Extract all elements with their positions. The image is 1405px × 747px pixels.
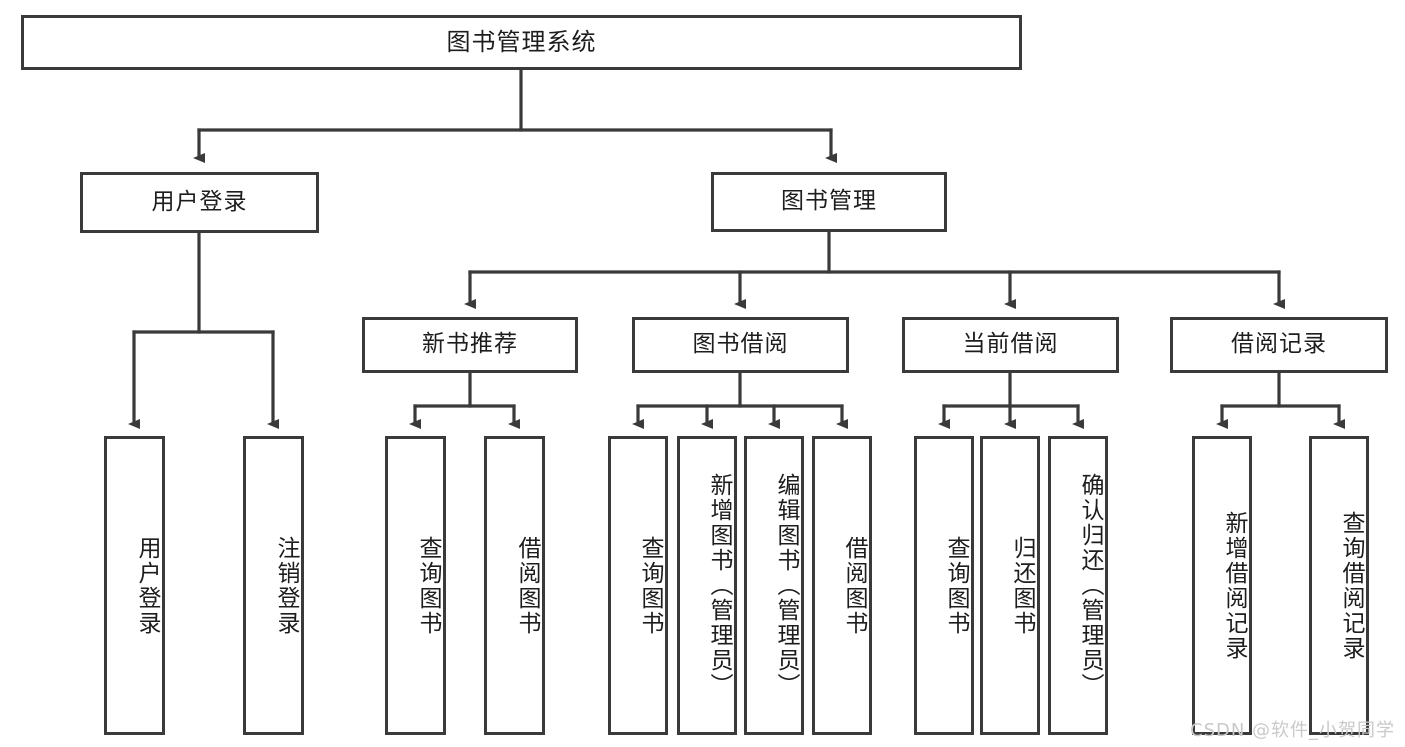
node-borrow-record[interactable]: 借阅记录 — [1170, 317, 1388, 373]
leaf-user-login-login[interactable]: 用户登录 — [104, 436, 165, 735]
node-new-book-recommend[interactable]: 新书推荐 — [362, 317, 578, 373]
node-book-management[interactable]: 图书管理 — [711, 172, 947, 232]
leaf-current-borrow-confirm-return[interactable]: 确认归还（管理员） — [1048, 436, 1108, 735]
node-user-login[interactable]: 用户登录 — [80, 172, 319, 233]
leaf-book-borrow-query[interactable]: 查询图书 — [608, 436, 668, 735]
node-label: 用户登录 — [151, 188, 248, 215]
node-label: 借阅图书 — [514, 535, 540, 636]
leaf-current-borrow-query[interactable]: 查询图书 — [914, 436, 974, 735]
node-current-borrow[interactable]: 当前借阅 — [902, 317, 1119, 373]
node-label: 查询图书 — [637, 535, 663, 636]
leaf-borrow-record-add[interactable]: 新增借阅记录 — [1192, 436, 1252, 735]
leaf-new-book-query[interactable]: 查询图书 — [385, 436, 446, 735]
leaf-book-borrow-edit[interactable]: 编辑图书（管理员） — [744, 436, 804, 735]
node-label: 新增图书（管理员） — [706, 473, 732, 698]
leaf-new-book-borrow[interactable]: 借阅图书 — [484, 436, 545, 735]
node-label: 查询图书 — [943, 535, 969, 636]
node-label: 注销登录 — [273, 535, 299, 636]
node-root-system[interactable]: 图书管理系统 — [21, 15, 1022, 70]
leaf-current-borrow-return[interactable]: 归还图书 — [980, 436, 1040, 735]
node-label: 图书管理系统 — [446, 28, 597, 57]
leaf-book-borrow-borrow[interactable]: 借阅图书 — [812, 436, 872, 735]
node-label: 查询图书 — [415, 535, 441, 636]
node-label: 用户登录 — [134, 535, 160, 636]
node-label: 确认归还（管理员） — [1077, 473, 1103, 698]
node-label: 图书借阅 — [692, 331, 789, 358]
node-label: 图书管理 — [781, 188, 877, 215]
node-label: 编辑图书（管理员） — [773, 473, 799, 698]
node-label: 查询借阅记录 — [1338, 510, 1364, 661]
node-label: 新增借阅记录 — [1221, 510, 1247, 661]
node-label: 归还图书 — [1009, 535, 1035, 636]
leaf-borrow-record-query[interactable]: 查询借阅记录 — [1309, 436, 1369, 735]
csdn-watermark: CSDN @软件_小贺同学 — [1190, 720, 1396, 741]
leaf-book-borrow-add[interactable]: 新增图书（管理员） — [677, 436, 737, 735]
node-book-borrow[interactable]: 图书借阅 — [632, 317, 849, 373]
node-label: 借阅图书 — [841, 535, 867, 636]
node-label: 新书推荐 — [422, 331, 518, 358]
leaf-user-login-logout[interactable]: 注销登录 — [243, 436, 304, 735]
node-label: 当前借阅 — [962, 331, 1059, 358]
node-label: 借阅记录 — [1231, 331, 1327, 358]
